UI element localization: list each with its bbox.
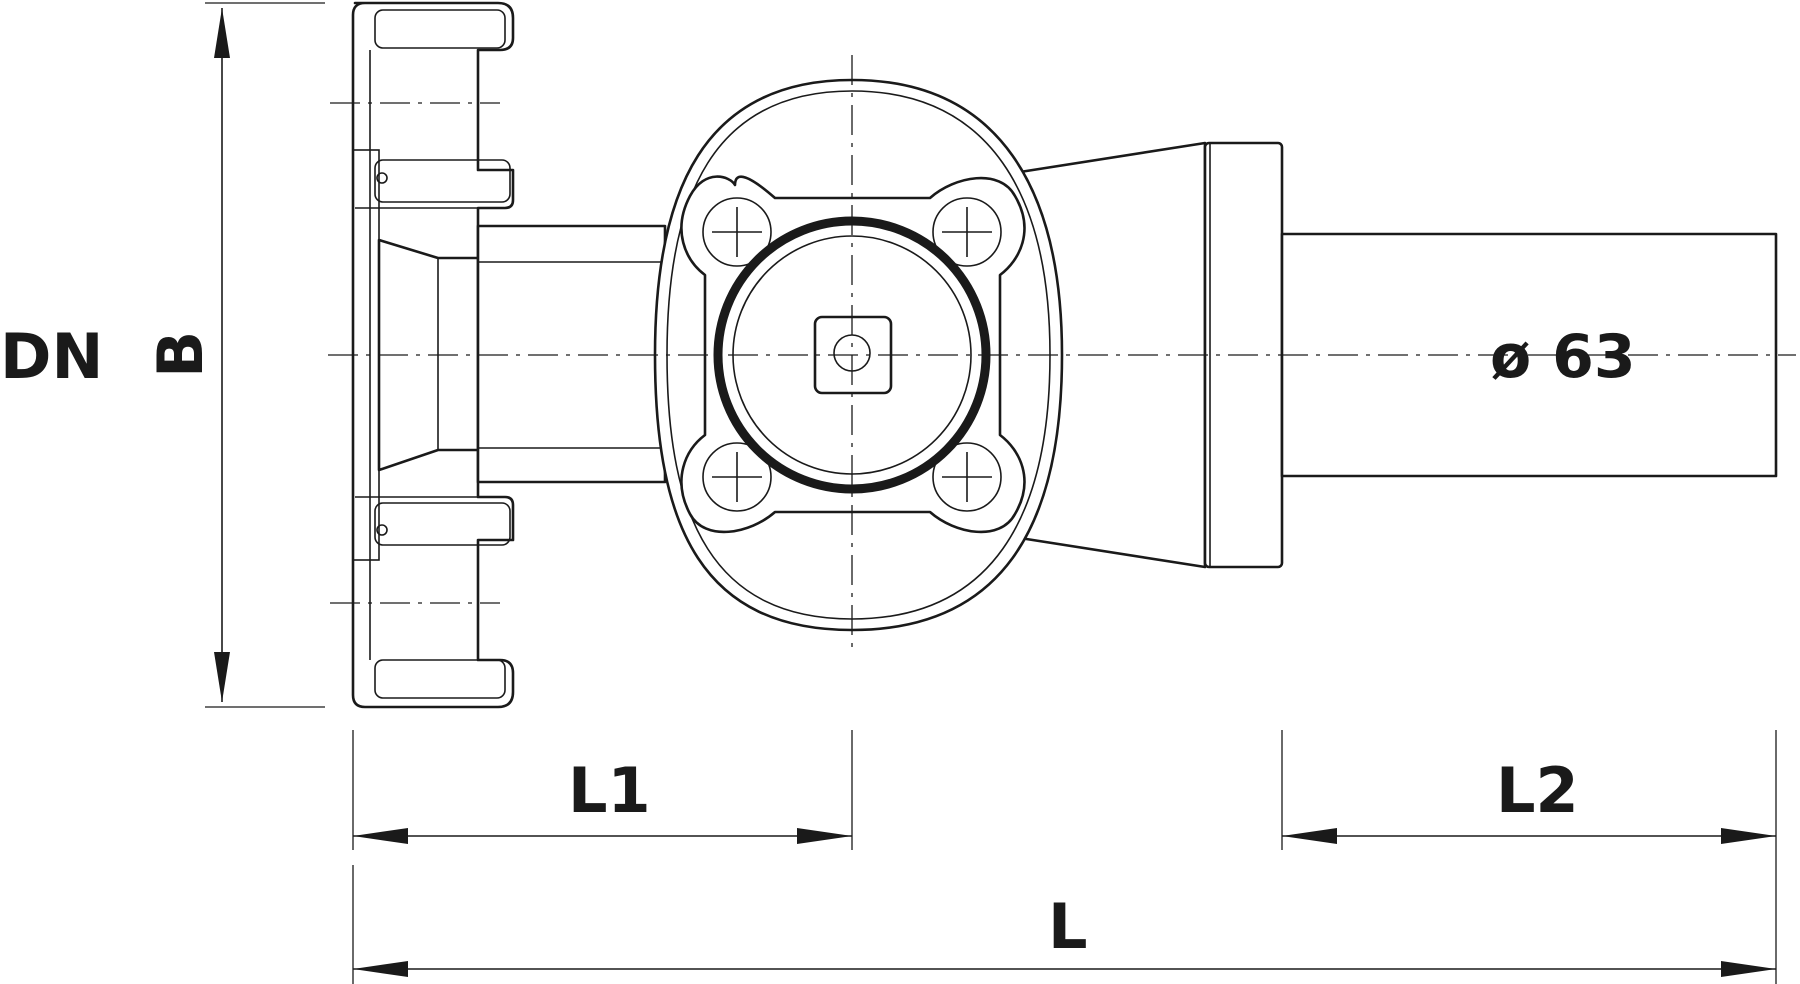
dimension-l2 [1281, 730, 1777, 984]
dimension-b [205, 2, 325, 708]
centerlines [328, 55, 1796, 655]
label-l: L [1048, 890, 1088, 963]
dimension-l1 [352, 730, 853, 850]
label-b: B [144, 331, 217, 378]
label-dn: DN [0, 320, 103, 393]
label-l2: L2 [1496, 754, 1579, 827]
label-diameter: ø 63 [1490, 322, 1636, 392]
label-l1: L1 [568, 754, 651, 827]
flange-neck [377, 224, 667, 484]
dimension-l [352, 865, 1776, 984]
